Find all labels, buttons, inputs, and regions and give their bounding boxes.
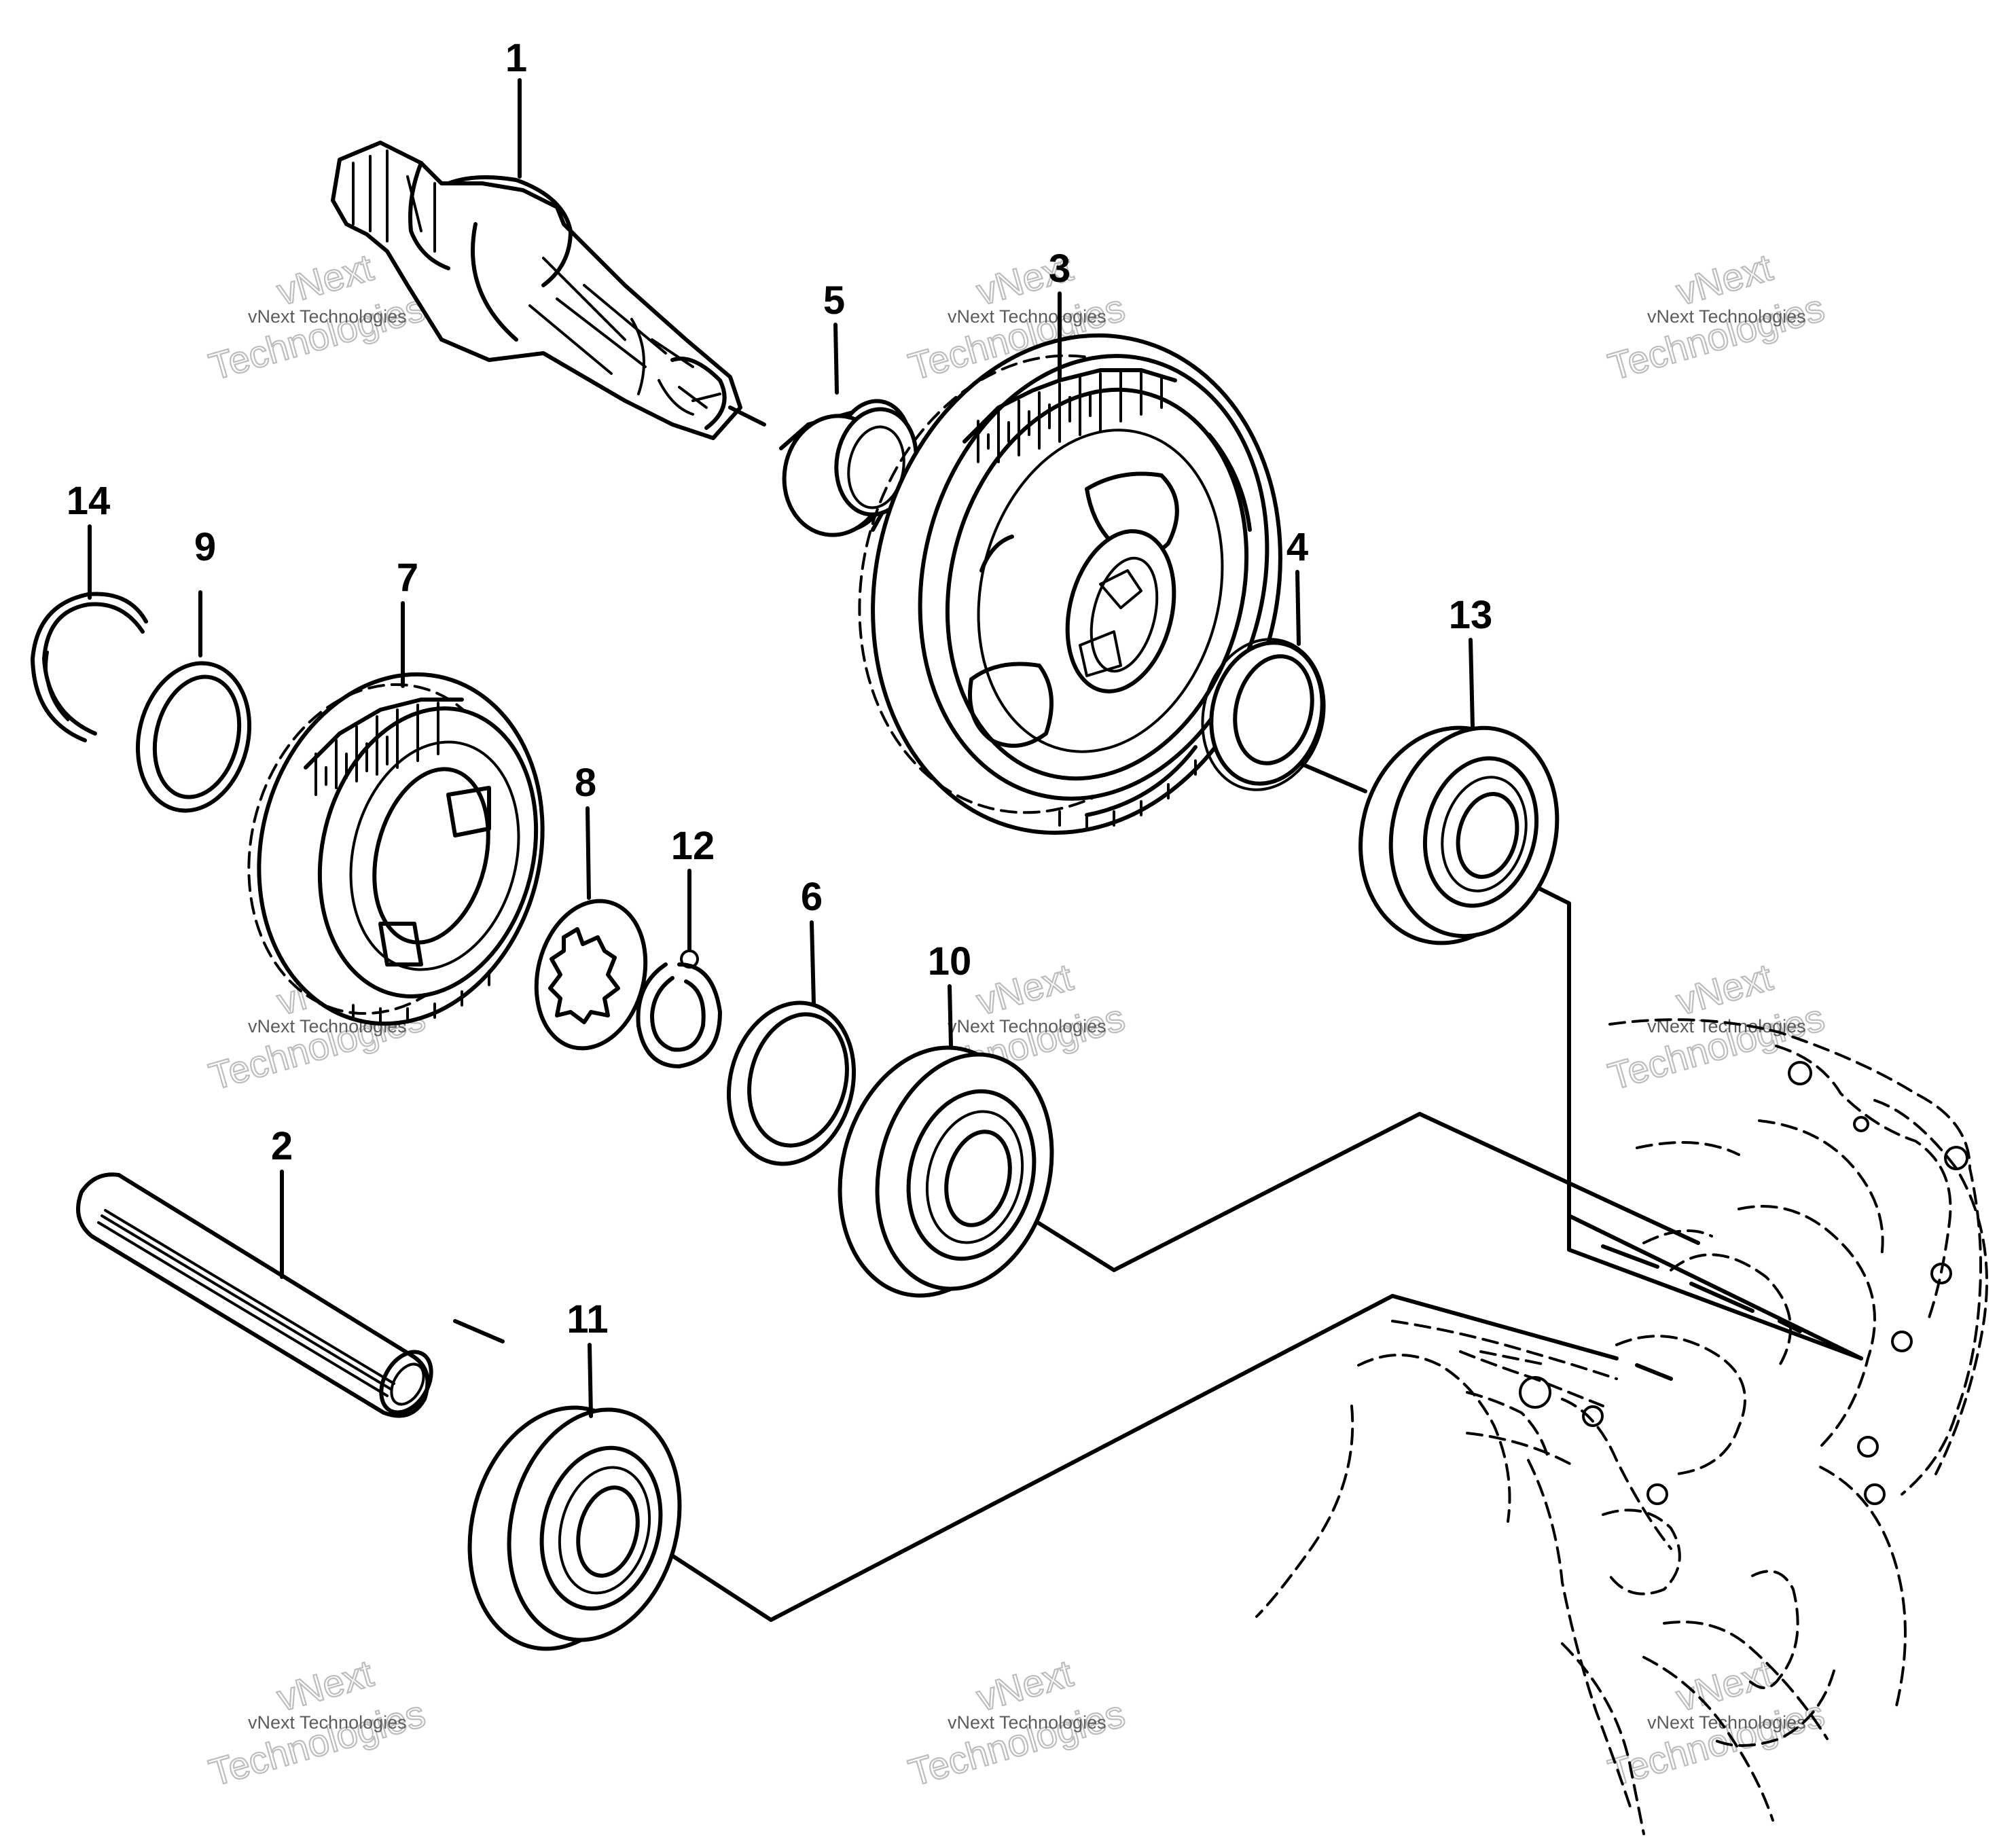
watermark-middle-right: vNext Technologies vNext Technologies <box>1603 954 1830 1098</box>
part-13-bearing <box>1358 725 1560 945</box>
watermark-bottom-center: vNext Technologies vNext Technologies <box>903 1650 1130 1794</box>
transmission-housing-outline <box>1255 1018 1988 1835</box>
part-2-pin <box>76 1172 433 1418</box>
part-label-6: 6 <box>801 875 823 919</box>
part-7-small-gear <box>247 672 545 1026</box>
watermark-small-line: vNext Technologies <box>948 1016 1106 1036</box>
part-label-10: 10 <box>928 939 972 983</box>
part-3-large-gear <box>858 333 1282 835</box>
part-label-1: 1 <box>505 36 527 80</box>
part-1-shaft <box>331 141 742 440</box>
part-11-bearing <box>467 1405 682 1651</box>
watermark-bottom-right: vNext Technologies vNext Technologies <box>1603 1650 1830 1794</box>
part-11-leader <box>588 1343 593 1418</box>
part-4-washer <box>1201 638 1326 791</box>
part-5-leader <box>833 323 839 395</box>
part-label-7: 7 <box>397 556 418 600</box>
watermark-small-line: vNext Technologies <box>948 306 1106 327</box>
part-4-leader <box>1295 570 1301 646</box>
part-6-washer <box>726 1000 857 1166</box>
watermark-small-line: vNext Technologies <box>1647 1712 1806 1733</box>
part-label-14: 14 <box>67 479 111 523</box>
part-10-bearing <box>838 1045 1054 1298</box>
part-13-leader <box>1469 638 1475 729</box>
part-label-8: 8 <box>575 761 596 805</box>
part-label-13: 13 <box>1449 593 1493 637</box>
part-label-5: 5 <box>823 278 845 323</box>
watermark-small-line: vNext Technologies <box>1647 306 1806 327</box>
part-9-thrust-washer <box>135 661 252 813</box>
watermark-small-line: vNext Technologies <box>948 1712 1106 1733</box>
watermark-small-line: vNext Technologies <box>248 306 407 327</box>
part-12-circlip <box>636 950 722 1068</box>
watermark-top-right: vNext Technologies vNext Technologies <box>1603 245 1830 389</box>
part-label-11: 11 <box>566 1297 608 1341</box>
watermark-bottom-left: vNext Technologies vNext Technologies <box>204 1650 431 1794</box>
part-label-4: 4 <box>1286 525 1308 569</box>
part-6-leader <box>810 920 816 1006</box>
part-label-2: 2 <box>271 1124 293 1168</box>
watermark-small-line: vNext Technologies <box>248 1712 407 1733</box>
part-10-leader <box>948 984 953 1048</box>
part-8-leader <box>586 806 591 900</box>
part-14-snap-ring <box>31 592 148 742</box>
part-label-12: 12 <box>671 824 715 868</box>
part-8-splined-washer <box>534 899 648 1051</box>
part-label-9: 9 <box>194 525 216 569</box>
part-label-3: 3 <box>1049 247 1070 291</box>
